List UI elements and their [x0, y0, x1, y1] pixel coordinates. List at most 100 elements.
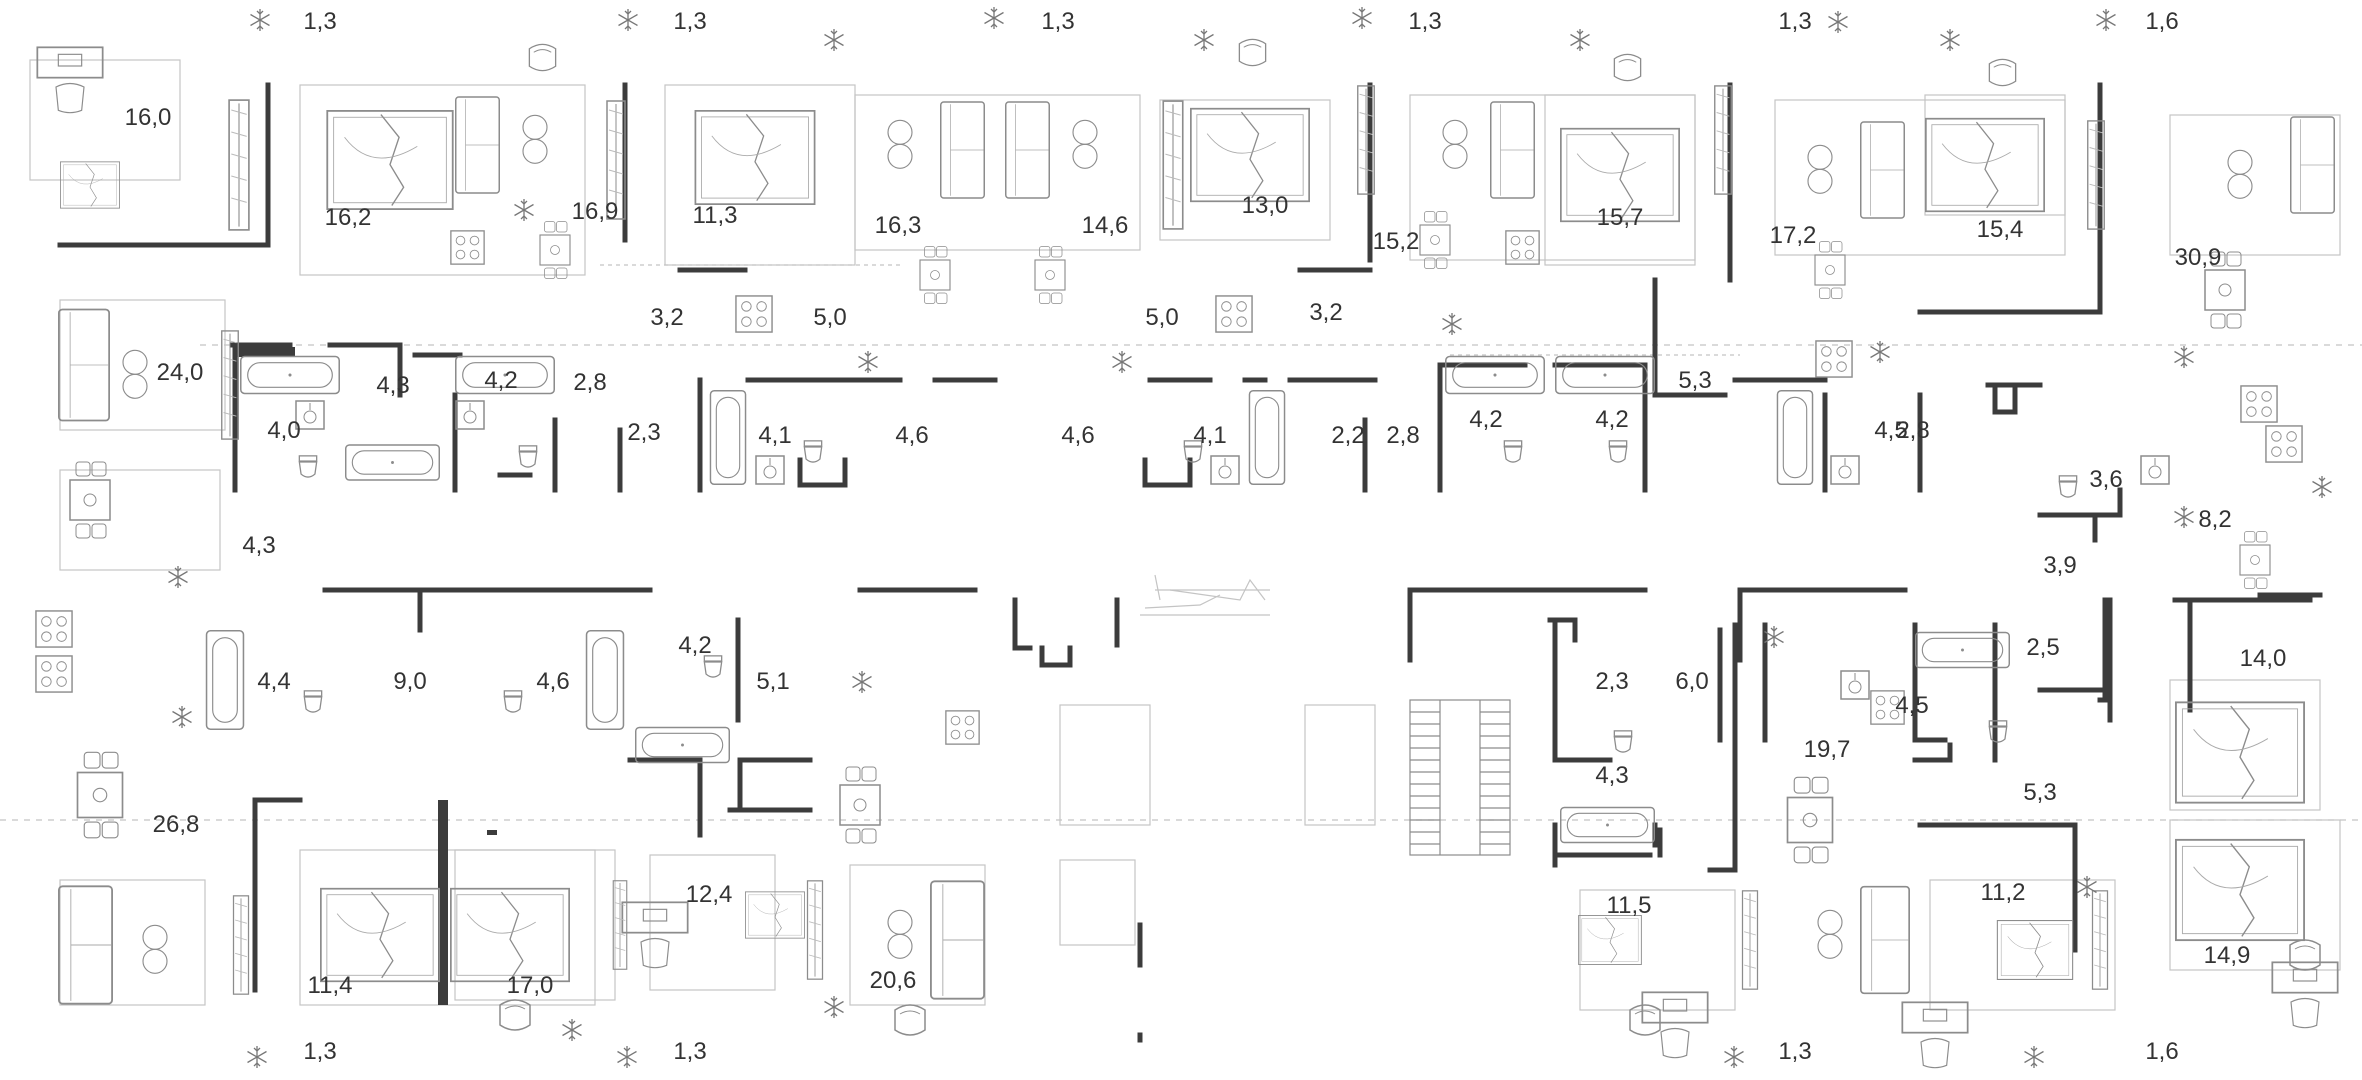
- bed-icon: [1190, 107, 1310, 203]
- room-area-label: 20,6: [869, 967, 917, 994]
- room-area-label: 3,2: [1309, 299, 1343, 326]
- balcony-area-label: 1,3: [673, 8, 707, 35]
- snowflake-icon: [823, 995, 845, 1019]
- room-area-label: 4,4: [257, 668, 291, 695]
- sofa-icon: [1860, 885, 1910, 995]
- room-area-label: 16,9: [571, 198, 619, 225]
- snowflake-icon: [616, 1045, 638, 1069]
- stove-icon: [1215, 295, 1253, 333]
- round-table-icon: [1817, 909, 1843, 959]
- snowflake-icon: [1111, 350, 1133, 374]
- room-area-label: 11,5: [1606, 892, 1652, 919]
- balcony-area-label: 1,3: [1778, 8, 1812, 35]
- room-area-label: 16,3: [874, 212, 922, 239]
- bed-icon: [450, 887, 570, 983]
- bathtub-icon: [345, 444, 440, 481]
- room-area-label: 2,3: [1595, 668, 1629, 695]
- furniture: [35, 38, 2339, 1069]
- room-area-label: 19,7: [1803, 736, 1851, 763]
- snowflake-icon: [1569, 28, 1591, 52]
- round-table-icon: [522, 114, 548, 164]
- balcony-area-label: 1,3: [303, 1038, 337, 1065]
- room-area-label: 4,1: [1193, 422, 1227, 449]
- armchair-icon: [894, 1004, 926, 1036]
- room-area-label: 5,3: [1678, 367, 1712, 394]
- armchair-icon: [1613, 53, 1642, 82]
- room-area-label: 6,0: [1675, 668, 1709, 695]
- dining-table-icon: [839, 766, 881, 844]
- room-area-label: 4,2: [1469, 406, 1503, 433]
- wardrobe-icon: [232, 895, 250, 995]
- room-area-label: 17,0: [506, 972, 554, 999]
- bed-icon: [2175, 701, 2305, 804]
- room-area-label: 16,2: [324, 204, 372, 231]
- snowflake-icon: [1193, 28, 1215, 52]
- round-table-icon: [1442, 119, 1468, 169]
- sofa-icon: [2290, 116, 2335, 214]
- balcony-area-label: 1,3: [303, 8, 337, 35]
- sink-icon: [455, 400, 485, 430]
- sofa-icon: [1005, 101, 1050, 199]
- bathtub-icon: [1445, 355, 1545, 395]
- sink-icon: [2140, 455, 2170, 485]
- room-area-label: 11,4: [307, 972, 353, 999]
- stove-icon: [2265, 425, 2303, 463]
- balcony-area-label: 1,3: [1408, 8, 1442, 35]
- round-table-icon: [1807, 144, 1833, 194]
- dining-table-icon: [1034, 245, 1066, 305]
- room-area-label: 11,2: [1980, 879, 2026, 906]
- room-area-label: 14,9: [2203, 942, 2251, 969]
- bathtub-icon: [1555, 355, 1655, 395]
- room-area-label: 3,6: [2089, 466, 2123, 493]
- round-table-icon: [1072, 119, 1098, 169]
- room-area-label: 30,9: [2174, 244, 2222, 271]
- bathtub-icon: [635, 726, 730, 764]
- snowflake-icon: [851, 670, 873, 694]
- room-area-label: 5,0: [1145, 304, 1179, 331]
- balcony-area-label: 1,3: [1041, 8, 1075, 35]
- wardrobe-icon: [806, 880, 824, 980]
- stove-icon: [35, 655, 73, 693]
- room-area-label: 3,2: [650, 304, 684, 331]
- room-area-label: 16,0: [124, 104, 172, 131]
- dining-table-icon: [76, 751, 124, 839]
- dining-table-icon: [539, 220, 571, 280]
- stove-icon: [2240, 385, 2278, 423]
- snowflake-icon: [2173, 505, 2195, 529]
- bed-icon: [2175, 838, 2305, 942]
- desk-icon: [2271, 961, 2339, 1029]
- snowflake-icon: [1441, 312, 1463, 336]
- sofa-icon: [930, 880, 985, 1000]
- snowflake-icon: [2095, 8, 2117, 32]
- room-area-label: 8,2: [2198, 506, 2232, 533]
- stove-icon: [735, 295, 773, 333]
- bathtub-icon: [585, 630, 625, 730]
- desk-icon: [621, 901, 689, 969]
- room-area-label: 14,6: [1081, 212, 1129, 239]
- room-area-label: 15,2: [1372, 228, 1420, 255]
- room-area-label: 4,2: [678, 632, 712, 659]
- armchair-icon: [1988, 58, 2017, 87]
- round-table-icon: [142, 924, 168, 974]
- sofa-icon: [455, 96, 500, 194]
- snowflake-icon: [823, 28, 845, 52]
- sofa-icon: [1860, 121, 1905, 219]
- bathtub-icon: [1560, 806, 1655, 844]
- wardrobe-icon: [1162, 100, 1184, 230]
- snowflake-icon: [1351, 6, 1373, 30]
- snowflake-icon: [249, 8, 271, 32]
- snowflake-icon: [513, 198, 535, 222]
- bathtub-icon: [205, 630, 245, 730]
- wardrobe-icon: [228, 99, 250, 231]
- toilet-icon: [1503, 440, 1523, 463]
- room-area-label: 2,3: [627, 419, 661, 446]
- room-area-label: 4,5: [1895, 692, 1929, 719]
- stove-icon: [450, 230, 485, 265]
- snowflake-icon: [171, 705, 193, 729]
- room-area-label: 14,0: [2239, 645, 2287, 672]
- snowflake-icon: [167, 565, 189, 589]
- bed-icon: [320, 887, 440, 983]
- snowflake-icon: [2076, 875, 2098, 899]
- balcony-area-label: 1,3: [1778, 1038, 1812, 1065]
